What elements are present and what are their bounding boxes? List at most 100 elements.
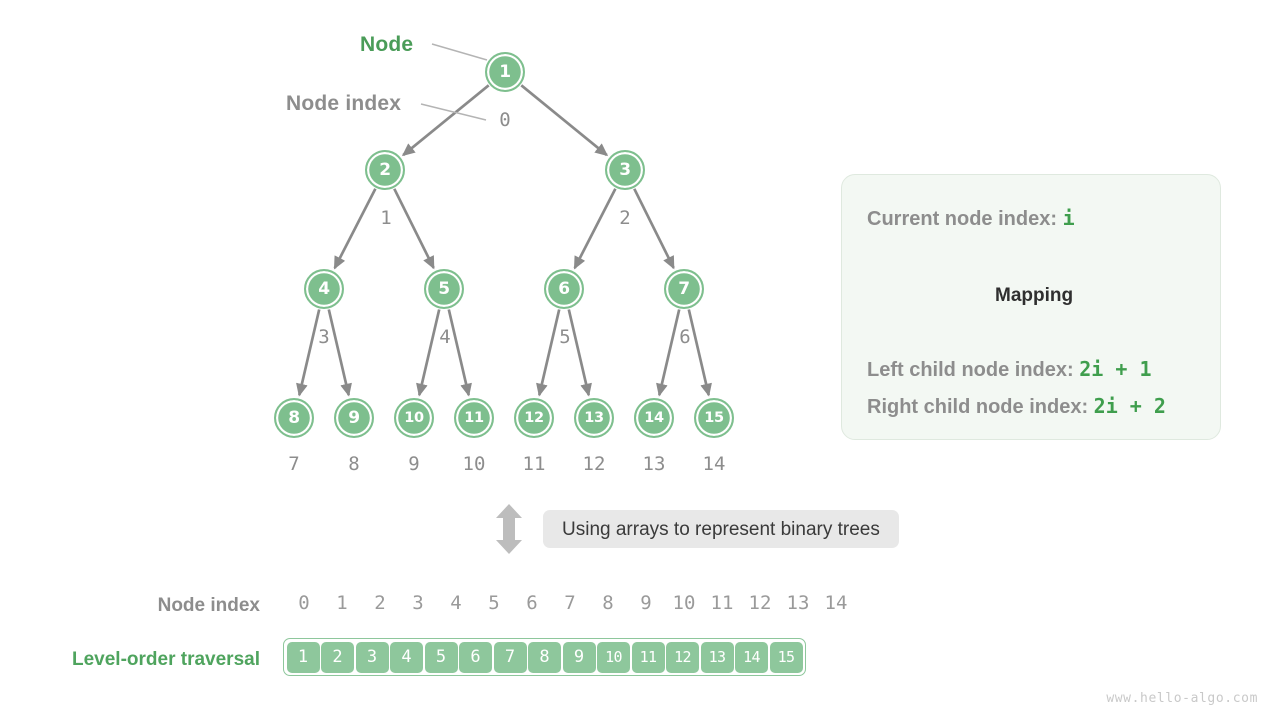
tree-node-value: 12 <box>524 409 544 426</box>
tree-node-index-5: 5 <box>559 326 571 348</box>
tree-node-value: 6 <box>558 278 570 299</box>
tree-edge <box>573 188 617 270</box>
array-cell: 11 <box>630 640 666 674</box>
caption-pill: Using arrays to represent binary trees <box>543 510 899 548</box>
array-cell-value: 5 <box>435 646 447 667</box>
tree-node-value: 3 <box>619 159 631 180</box>
tree-node-value: 1 <box>499 61 511 82</box>
array-cell-value: 14 <box>743 647 760 666</box>
tree-node-value: 5 <box>438 278 450 299</box>
panel-left-child-prefix: Left child node index: <box>867 359 1080 381</box>
tree-edge <box>567 309 592 397</box>
array-index-3: 3 <box>412 592 424 614</box>
tree-node-index-12: 12 <box>582 453 606 475</box>
tree-edge <box>656 309 681 397</box>
array-index-0: 0 <box>298 592 310 614</box>
array-cell: 12 <box>665 640 700 674</box>
array-cell: 2 <box>320 640 355 674</box>
tree-node-12: 12 <box>514 398 554 438</box>
tree-node-index-2: 2 <box>619 207 631 229</box>
array-cell: 13 <box>699 640 735 674</box>
annotation-node-index-label: Node index <box>286 92 402 115</box>
mapping-info-panel: Current node index: i Mapping Left child… <box>841 174 1221 440</box>
tree-node-7: 7 <box>664 269 704 309</box>
array-cell-value: 15 <box>777 647 795 666</box>
tree-node-4: 4 <box>304 269 344 309</box>
array-cell: 6 <box>458 640 493 674</box>
tree-node-value: 15 <box>704 409 724 426</box>
leader-line-node-index <box>420 103 487 121</box>
array-cell: 10 <box>596 640 631 674</box>
array-cell: 3 <box>354 640 390 674</box>
tree-node-14: 14 <box>634 398 674 438</box>
tree-node-10: 10 <box>394 398 434 438</box>
array-cell-value: 10 <box>605 647 622 666</box>
bottom-traversal-label: Level-order traversal <box>72 649 260 670</box>
tree-node-1: 1 <box>485 52 525 92</box>
tree-node-value: 8 <box>288 407 300 428</box>
panel-right-child-line: Right child node index: 2i + 2 <box>867 396 1166 417</box>
array-index-12: 12 <box>748 592 772 614</box>
panel-right-child-prefix: Right child node index: <box>867 396 1094 418</box>
tree-edge <box>447 309 472 397</box>
tree-node-9: 9 <box>334 398 374 438</box>
array-index-14: 14 <box>824 592 848 614</box>
leader-line-node <box>431 43 488 61</box>
array-cell-value: 9 <box>573 646 585 667</box>
array-cell-value: 3 <box>366 646 378 667</box>
array-cell-value: 11 <box>639 647 657 666</box>
array-index-8: 8 <box>602 592 614 614</box>
array-index-4: 4 <box>450 592 462 614</box>
array-index-9: 9 <box>640 592 652 614</box>
tree-edge <box>333 188 377 270</box>
annotation-node-label: Node <box>360 33 414 56</box>
array-cell-value: 12 <box>674 647 691 666</box>
tree-node-value: 2 <box>379 159 391 180</box>
tree-node-value: 14 <box>644 409 664 426</box>
tree-node-8: 8 <box>274 398 314 438</box>
watermark: www.hello-algo.com <box>1106 691 1258 706</box>
double-arrow-icon <box>496 504 522 554</box>
tree-node-value: 9 <box>348 407 360 428</box>
array-cell: 9 <box>561 640 597 674</box>
tree-node-value: 7 <box>678 278 690 299</box>
tree-node-index-3: 3 <box>318 326 330 348</box>
bottom-node-index-label: Node index <box>157 595 260 616</box>
tree-edge <box>327 309 352 397</box>
panel-mapping-label: Mapping <box>995 285 1074 306</box>
array-cell: 14 <box>734 640 769 674</box>
tree-edge <box>633 188 675 270</box>
tree-node-2: 2 <box>365 150 405 190</box>
tree-node-index-11: 11 <box>522 453 546 475</box>
tree-node-index-7: 7 <box>288 453 300 475</box>
array-cell-value: 1 <box>297 646 309 667</box>
caption-pill-text: Using arrays to represent binary trees <box>562 518 880 540</box>
tree-edge <box>416 309 441 397</box>
tree-node-index-6: 6 <box>679 326 691 348</box>
tree-node-11: 11 <box>454 398 494 438</box>
array-cell-value: 13 <box>708 647 726 666</box>
tree-edge <box>520 84 609 157</box>
array-index-6: 6 <box>526 592 538 614</box>
array-cell-value: 8 <box>539 646 550 667</box>
array-cell-value: 4 <box>401 646 412 667</box>
array-index-10: 10 <box>672 592 696 614</box>
tree-edge <box>401 84 490 157</box>
tree-node-index-8: 8 <box>348 453 360 475</box>
array-index-2: 2 <box>374 592 386 614</box>
array-cell: 7 <box>492 640 528 674</box>
tree-edge <box>393 188 435 270</box>
tree-node-index-4: 4 <box>439 326 451 348</box>
tree-node-value: 13 <box>584 409 604 426</box>
array-cell-value: 2 <box>332 646 343 667</box>
tree-node-6: 6 <box>544 269 584 309</box>
tree-edge <box>296 309 321 397</box>
array-cell: 4 <box>389 640 424 674</box>
tree-node-value: 4 <box>318 278 330 299</box>
panel-current-index-line: Current node index: i <box>867 208 1075 229</box>
tree-node-index-1: 1 <box>380 207 392 229</box>
array-index-7: 7 <box>564 592 576 614</box>
tree-node-index-13: 13 <box>642 453 666 475</box>
